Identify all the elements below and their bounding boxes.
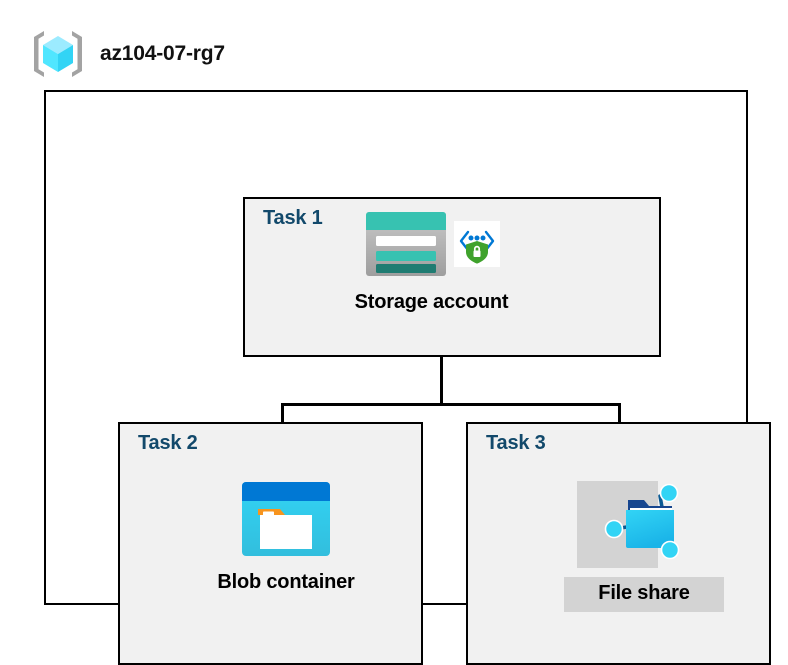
- blob-container-node[interactable]: Blob container: [191, 480, 381, 594]
- secure-endpoint-shield-icon: [453, 221, 500, 272]
- file-share-node[interactable]: File share: [554, 480, 734, 612]
- blob-container-icon: [240, 480, 332, 563]
- connector-branch-horizontal: [281, 403, 621, 406]
- connector-storage-to-branch: [440, 316, 443, 405]
- file-share-icon: [600, 480, 688, 569]
- task-1-box: Task 1: [243, 197, 661, 357]
- resource-group-title: az104-07-rg7: [100, 42, 225, 65]
- resource-group-header: az104-07-rg7: [30, 28, 225, 80]
- storage-account-icon: [364, 210, 448, 283]
- resource-group-icon: [30, 28, 86, 80]
- file-share-caption: File share: [564, 577, 724, 612]
- resource-group-container: Task 1: [44, 90, 771, 665]
- task-3-label: Task 3: [486, 432, 546, 454]
- task-1-label: Task 1: [263, 207, 323, 229]
- storage-account-icon-row: [364, 210, 500, 283]
- storage-account-caption: Storage account: [354, 291, 509, 313]
- blob-container-caption: Blob container: [217, 571, 355, 593]
- task-2-label: Task 2: [138, 432, 198, 454]
- storage-account-node[interactable]: Storage account: [324, 210, 539, 314]
